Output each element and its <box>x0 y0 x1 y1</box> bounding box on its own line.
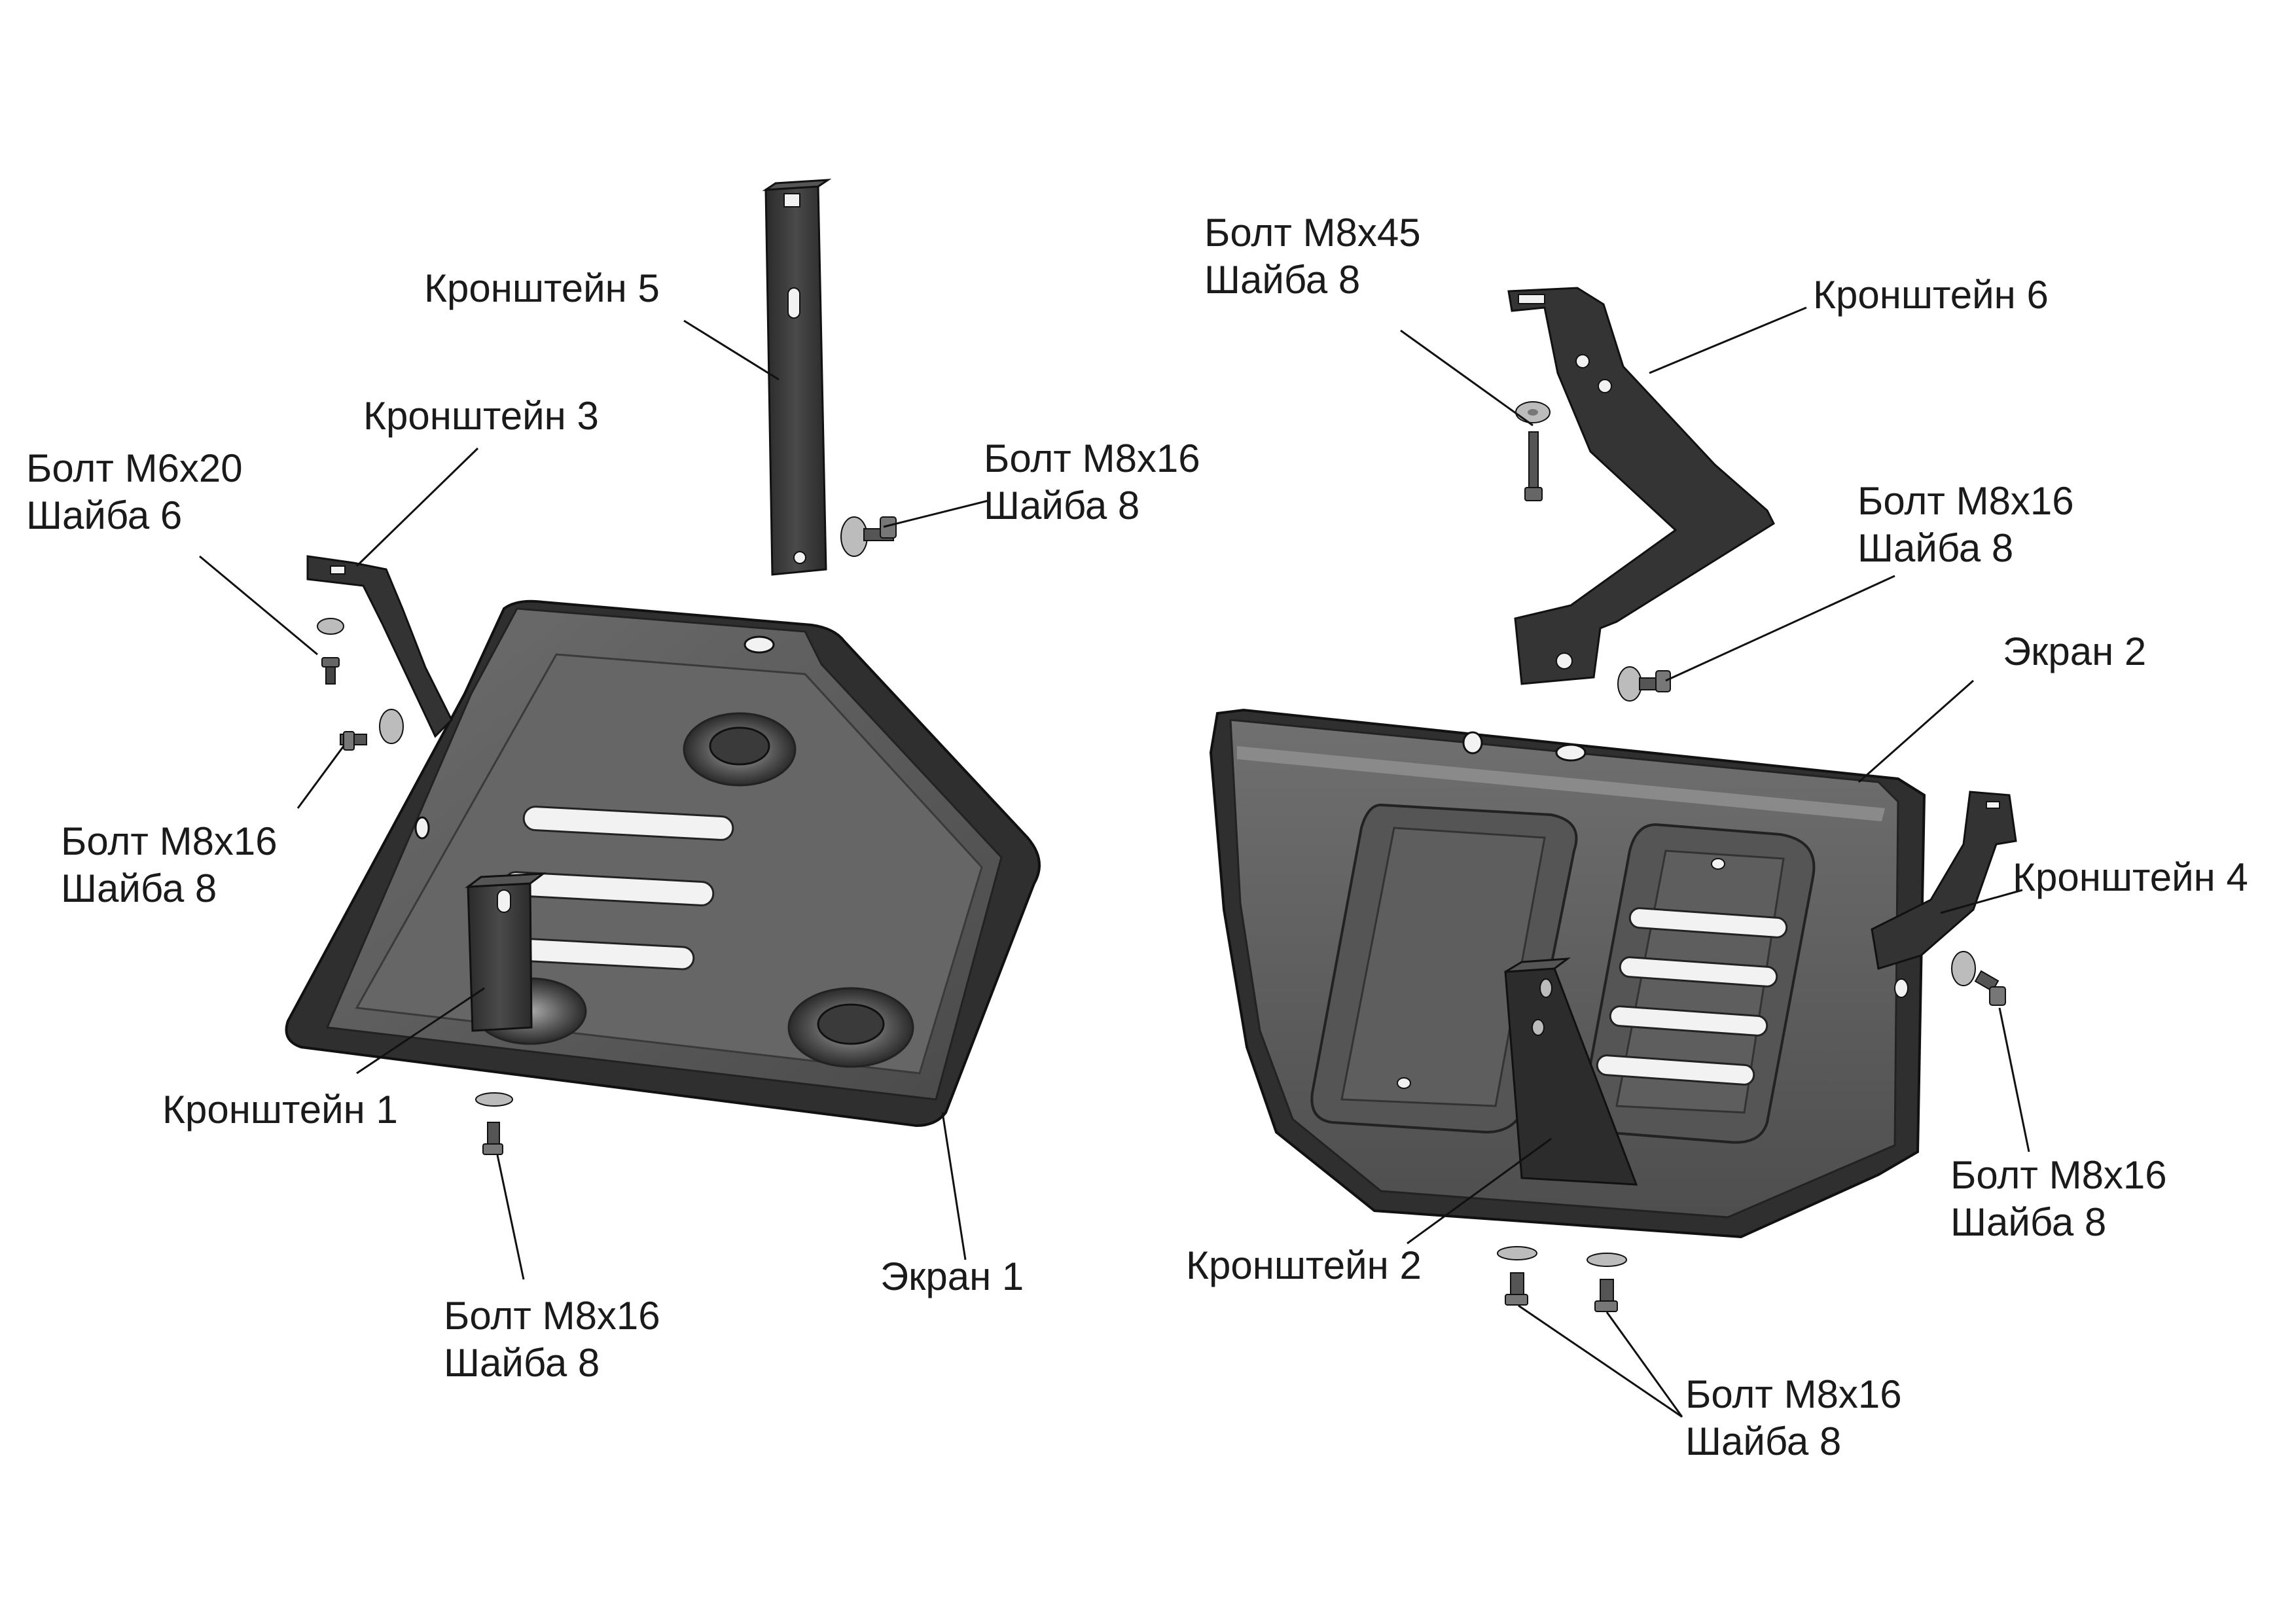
washer-text: Шайба 8 <box>984 484 1140 527</box>
bolt-text: Болт М8х16 <box>444 1294 660 1338</box>
label-bolt-m8x16-top-left: Болт М8х16 Шайба 8 <box>984 435 1200 529</box>
label-bolt-m8x45: Болт М8х45 Шайба 8 <box>1204 209 1421 304</box>
label-bracket-2: Кронштейн 2 <box>1186 1242 1422 1289</box>
bolt-m8x16-top-left <box>840 516 897 557</box>
label-text: Экран 1 <box>880 1255 1024 1298</box>
bolt-text: Болт М8х16 <box>1950 1153 2167 1197</box>
bolt-text: Болт М8х16 <box>61 819 278 863</box>
leader-lines <box>199 306 2030 1418</box>
washer-text: Шайба 8 <box>1685 1419 1842 1463</box>
label-bolt-m8x16-right: Болт М8х16 Шайба 8 <box>1950 1152 2167 1246</box>
label-screen-2: Экран 2 <box>2003 628 2146 675</box>
bracket-2 <box>1504 957 1638 1186</box>
label-text: Экран 2 <box>2003 630 2147 673</box>
label-text: Кронштейн 2 <box>1186 1243 1422 1287</box>
bolt-m8x45 <box>1515 401 1551 501</box>
bolt-m8x16-left <box>340 709 404 751</box>
washer-text: Шайба 6 <box>26 493 183 537</box>
washer-text: Шайба 8 <box>444 1341 600 1385</box>
label-bracket-1: Кронштейн 1 <box>162 1086 398 1133</box>
label-bolt-m8x16-bottom-left: Болт М8х16 Шайба 8 <box>444 1293 660 1387</box>
screen-1-plate <box>285 599 1041 1128</box>
washer-text: Шайба 8 <box>61 866 217 910</box>
label-bolt-m8x16-top-right: Болт М8х16 Шайба 8 <box>1857 478 2074 572</box>
label-bolt-m6x20: Болт М6х20 Шайба 6 <box>26 445 243 539</box>
label-bracket-3: Кронштейн 3 <box>363 393 599 440</box>
bracket-4 <box>1871 791 2017 970</box>
label-text: Кронштейн 1 <box>162 1088 398 1132</box>
label-bolt-m8x16-left: Болт М8х16 Шайба 8 <box>61 818 278 912</box>
washer-text: Шайба 8 <box>1950 1200 2107 1244</box>
bolt-text: Болт М8х16 <box>984 437 1200 480</box>
washer-text: Шайба 8 <box>1857 526 2014 570</box>
label-text: Кронштейн 4 <box>2013 855 2248 899</box>
bracket-3 <box>306 555 453 738</box>
label-bracket-4: Кронштейн 4 <box>2013 854 2248 901</box>
bolt-m8x16-bottom-left <box>475 1092 513 1155</box>
bolt-text: Болт М8х16 <box>1685 1372 1902 1416</box>
label-text: Кронштейн 6 <box>1813 273 2049 317</box>
bolt-m6x20 <box>317 618 344 685</box>
bolt-text: Болт М8х45 <box>1204 211 1421 255</box>
label-bolt-m8x16-bottom-right: Болт М8х16 Шайба 8 <box>1685 1371 1902 1465</box>
label-bracket-6: Кронштейн 6 <box>1813 272 2049 319</box>
washer-text: Шайба 8 <box>1204 258 1361 302</box>
label-screen-1: Экран 1 <box>880 1253 1024 1300</box>
bolt-text: Болт М6х20 <box>26 446 243 490</box>
bracket-5 <box>762 179 832 576</box>
bolt-text: Болт М8х16 <box>1857 479 2074 523</box>
bolts-m8x16-bottom-right <box>1497 1246 1627 1312</box>
screen-2-plate <box>1209 708 1926 1239</box>
label-text: Кронштейн 3 <box>363 394 599 438</box>
bracket-1 <box>465 872 547 1032</box>
bolt-m8x16-top-right <box>1617 666 1671 702</box>
label-bracket-5: Кронштейн 5 <box>424 265 660 312</box>
bolt-m8x16-right <box>1951 951 2006 1006</box>
bracket-6 <box>1507 287 1775 685</box>
label-text: Кронштейн 5 <box>424 266 660 310</box>
